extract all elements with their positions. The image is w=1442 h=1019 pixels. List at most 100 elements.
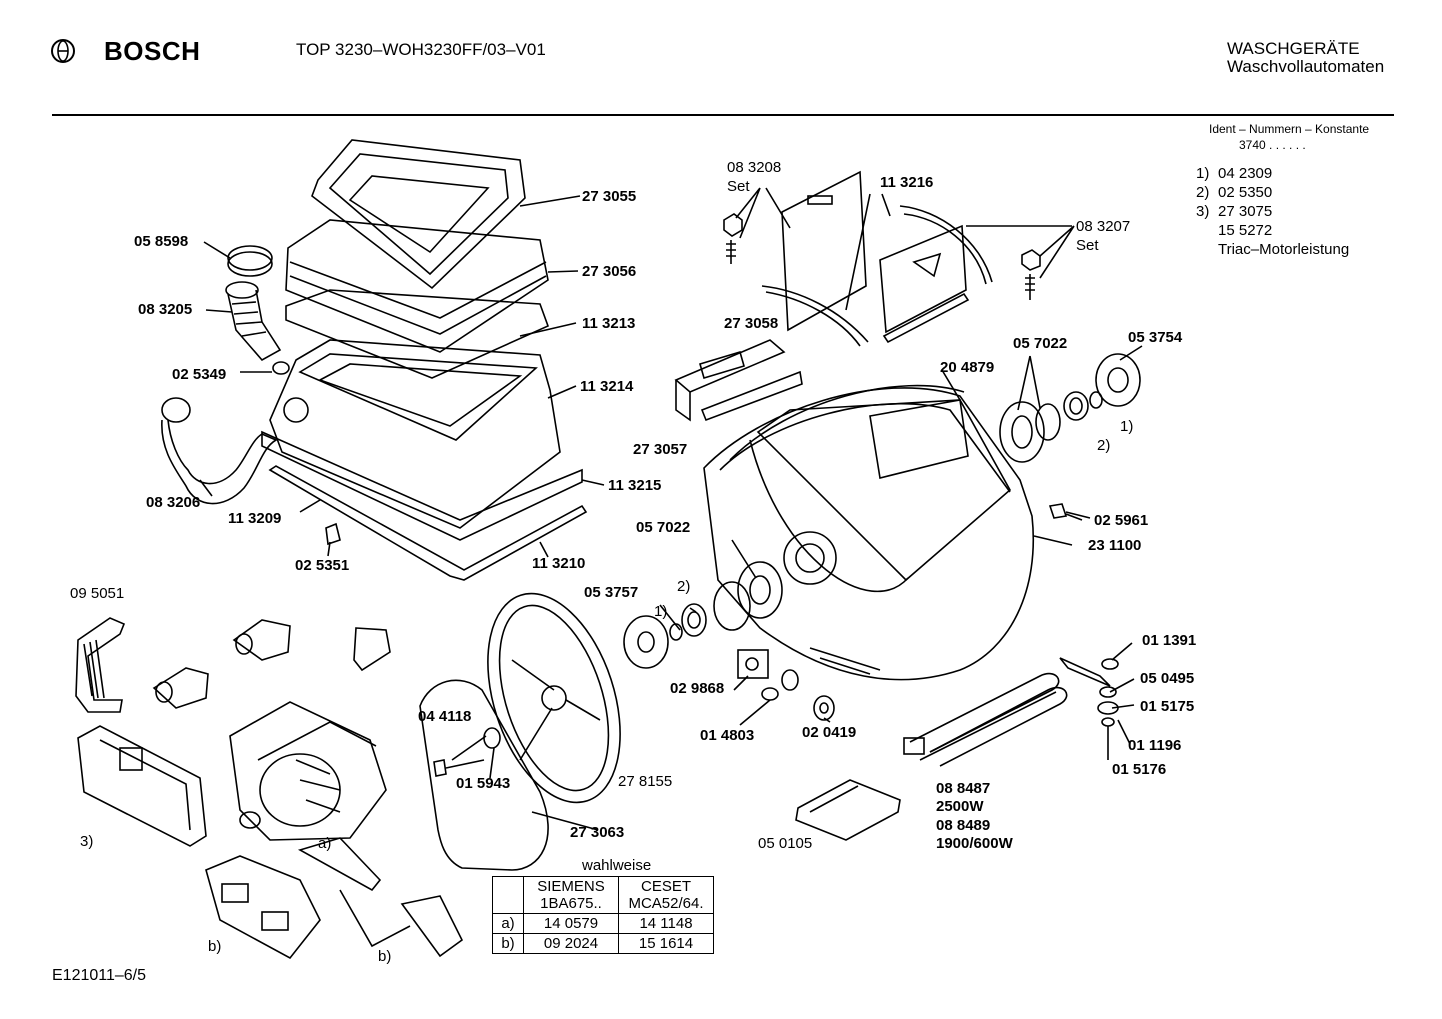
capacitor-part bbox=[152, 619, 291, 709]
lower-housing-part bbox=[269, 339, 561, 529]
part-label: 05 0105 bbox=[758, 835, 813, 852]
rail-part bbox=[268, 465, 588, 581]
part-label: 27 3057 bbox=[633, 441, 688, 458]
table-row: b) 09 2024 15 1614 bbox=[492, 933, 714, 954]
table-cell: 14 1148 bbox=[618, 913, 714, 934]
part-label: 27 3063 bbox=[570, 824, 625, 841]
gasket-part bbox=[261, 430, 583, 541]
part-label: 11 3213 bbox=[582, 315, 636, 332]
drain-hose-part bbox=[161, 397, 278, 505]
part-label: Set bbox=[727, 178, 750, 195]
part-label: 02 9868 bbox=[670, 680, 725, 697]
model-title: TOP 3230–WOH3230FF/03–V01 bbox=[296, 40, 546, 59]
heater-part bbox=[903, 672, 1068, 767]
part-label: Set bbox=[1076, 237, 1099, 254]
part-label: 08 8487 bbox=[936, 780, 991, 797]
note-row: 15 5272 bbox=[1218, 222, 1273, 239]
part-label: 1900/600W bbox=[936, 835, 1013, 852]
brush-holder-part bbox=[205, 837, 464, 960]
drawer-housing-part bbox=[285, 219, 550, 379]
part-label: 2) bbox=[1097, 437, 1111, 454]
notes-list: 1)04 2309 2)02 5350 3)27 3075 15 5272 Tr… bbox=[1196, 164, 1349, 259]
small-sensor-part bbox=[737, 649, 835, 721]
screw-set-part bbox=[723, 213, 1041, 300]
clip-part bbox=[325, 522, 341, 546]
table-cell bbox=[492, 876, 524, 914]
bearing-flange-right-part bbox=[999, 353, 1141, 463]
ident-value: 3740 . . . . . . bbox=[1239, 138, 1306, 152]
outer-tub-part bbox=[703, 384, 1034, 681]
pulley-part bbox=[419, 659, 601, 871]
part-label: 08 3206 bbox=[146, 494, 201, 511]
part-label: 27 3058 bbox=[724, 315, 779, 332]
bearing-flange-left-part bbox=[623, 561, 783, 669]
note-row: 1)04 2309 bbox=[1196, 165, 1273, 182]
part-label: 11 3215 bbox=[608, 477, 662, 494]
part-label: 02 5349 bbox=[172, 366, 227, 383]
bellows-hose-part bbox=[225, 281, 290, 375]
control-panel-part bbox=[674, 339, 803, 422]
table-cell: 15 1614 bbox=[618, 933, 714, 954]
note-row: 3)27 3075 bbox=[1196, 203, 1273, 220]
part-label: 1) bbox=[1120, 418, 1134, 435]
header-divider bbox=[52, 114, 1394, 116]
part-label: 20 4879 bbox=[940, 359, 995, 376]
part-label: 01 1391 bbox=[1142, 632, 1197, 649]
part-label: 27 3055 bbox=[582, 188, 637, 205]
part-label: 05 7022 bbox=[1013, 335, 1068, 352]
part-label: 23 1100 bbox=[1088, 537, 1142, 554]
ident-title: Ident – Nummern – Konstante bbox=[1209, 122, 1370, 136]
note-row: Triac–Motorleistung bbox=[1218, 241, 1350, 258]
clamp-part bbox=[227, 245, 273, 277]
drawer-tray-part bbox=[311, 139, 526, 290]
label-leader-lines bbox=[199, 195, 1143, 831]
part-label: 01 1196 bbox=[1128, 737, 1182, 754]
part-label: b) bbox=[208, 938, 222, 955]
part-label: 05 0495 bbox=[1140, 670, 1195, 687]
part-label: 01 5175 bbox=[1140, 698, 1195, 715]
part-label: 11 3216 bbox=[880, 174, 934, 191]
bracket-part bbox=[353, 627, 391, 672]
side-panel-part bbox=[879, 205, 993, 344]
table-cell: 14 0579 bbox=[523, 913, 619, 934]
motor-part bbox=[229, 701, 387, 841]
part-label: 11 3210 bbox=[532, 555, 586, 572]
part-label: 11 3214 bbox=[580, 378, 634, 395]
pad-part bbox=[795, 779, 901, 841]
part-label: 27 8155 bbox=[618, 773, 673, 790]
leader-lines bbox=[735, 187, 1075, 311]
options-table-title: wahlweise bbox=[582, 857, 652, 874]
footer-code: E121011–6/5 bbox=[52, 967, 147, 984]
part-label: 3) bbox=[80, 833, 94, 850]
heater-bracket-part bbox=[1059, 657, 1119, 760]
part-label: 05 3754 bbox=[1128, 329, 1183, 346]
part-label: 05 3757 bbox=[584, 584, 639, 601]
part-label: 11 3209 bbox=[228, 510, 282, 527]
part-label: 2500W bbox=[936, 798, 984, 815]
part-label: 05 8598 bbox=[134, 233, 189, 250]
part-label: 01 4803 bbox=[700, 727, 755, 744]
part-label: 02 0419 bbox=[802, 724, 857, 741]
part-label: a) bbox=[318, 835, 332, 852]
part-label: 27 3056 bbox=[582, 263, 637, 280]
part-label: 08 3205 bbox=[138, 301, 193, 318]
bosch-logo-icon bbox=[50, 38, 76, 64]
note-row: 2)02 5350 bbox=[1196, 184, 1273, 201]
part-label: 05 7022 bbox=[636, 519, 691, 536]
part-label: 02 5961 bbox=[1094, 512, 1149, 529]
category-title: WASCHGERÄTE bbox=[1227, 39, 1360, 58]
part-label: 08 8489 bbox=[936, 817, 991, 834]
part-label: 04 4118 bbox=[418, 708, 472, 725]
part-label: b) bbox=[378, 948, 392, 965]
brand-name: BOSCH bbox=[104, 36, 201, 66]
washer-part bbox=[483, 727, 501, 749]
part-label: 02 5351 bbox=[295, 557, 350, 574]
part-label: 09 5051 bbox=[70, 585, 125, 602]
part-label: 08 3207 bbox=[1076, 218, 1131, 235]
subcategory-title: Waschvollautomaten bbox=[1227, 57, 1385, 76]
part-label: 01 5943 bbox=[456, 775, 511, 792]
